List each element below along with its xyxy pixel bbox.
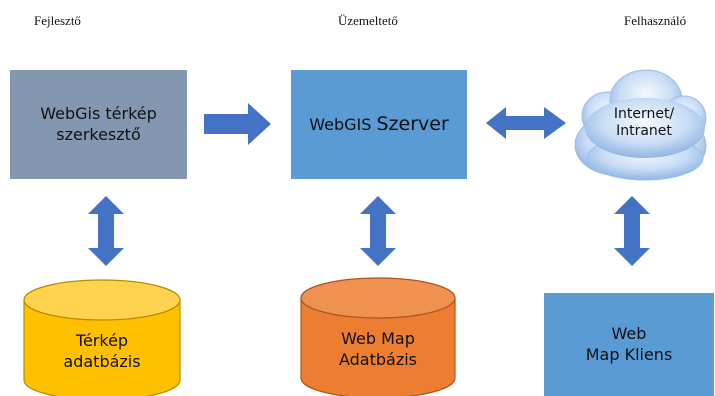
client-label-line1: Web (611, 323, 647, 343)
client-label-line2: Map Kliens (585, 344, 673, 364)
map-editor-label-line1: WebGis térkép (40, 103, 157, 123)
role-developer: Fejlesztő (34, 13, 81, 28)
cloud-label-line1: Internet/ (614, 106, 675, 122)
arrow-editor-mapdb (88, 196, 124, 266)
webmap-db-label-line1: Web Map (341, 329, 415, 348)
map-database-icon: Térkép adatbázis (23, 279, 181, 396)
arrow-server-cloud (486, 107, 566, 139)
arrow-server-webmapdb (360, 196, 396, 266)
map-db-label-line1: Térkép (75, 331, 128, 350)
map-db-label-line2: adatbázis (63, 352, 140, 371)
web-map-client-node: Web Map Kliens (544, 293, 714, 396)
webmap-db-label-line2: Adatbázis (339, 350, 417, 369)
map-editor-label-line2: szerkesztő (56, 124, 141, 144)
map-editor-node: WebGis térkép szerkesztő (10, 70, 187, 179)
arrow-cloud-client (614, 196, 650, 266)
role-operator: Üzemeltető (338, 13, 398, 28)
arrow-editor-to-server (204, 103, 271, 145)
web-map-database-icon: Web Map Adatbázis (300, 277, 456, 396)
cloud-label-line2: Intranet (616, 123, 672, 139)
server-label-part2: Szerver (376, 113, 449, 136)
role-user: Felhasználó (624, 13, 687, 28)
server-node: WebGIS Szerver (291, 70, 467, 179)
internet-cloud-icon: Internet/ Intranet (574, 69, 707, 181)
server-label-part1: WebGIS (309, 115, 372, 135)
